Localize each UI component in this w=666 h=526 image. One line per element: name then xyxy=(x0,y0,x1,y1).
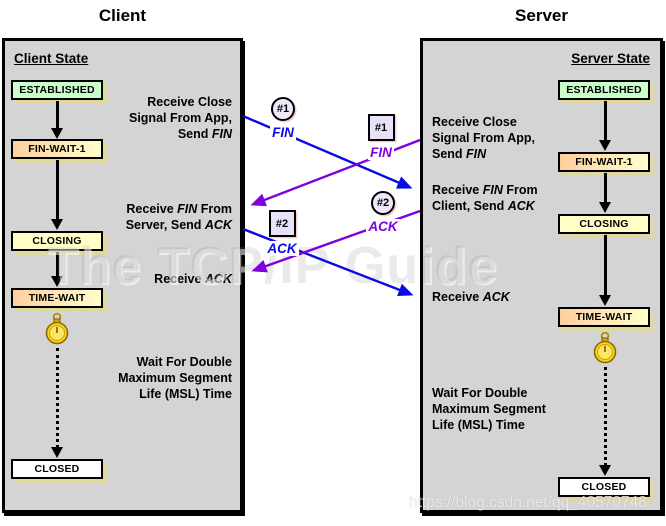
client-state-closed: CLOSED xyxy=(11,459,103,479)
fin-label: FIN xyxy=(270,125,296,140)
client-fin-label-group: #1 FIN xyxy=(259,97,307,140)
client-transition-arrow-2 xyxy=(56,160,59,220)
client-state-time-wait: TIME-WAIT xyxy=(11,288,103,308)
client-transition-arrow-3 xyxy=(56,252,59,277)
fin-label: FIN xyxy=(368,145,394,160)
server-state-heading: Server State xyxy=(571,51,650,66)
message-number-badge: #2 xyxy=(268,210,296,237)
client-state-closing: CLOSING xyxy=(11,231,103,251)
server-state-closed: CLOSED xyxy=(558,477,650,497)
stopwatch-icon xyxy=(45,312,69,345)
client-state-heading: Client State xyxy=(14,51,89,66)
message-number-badge: #1 xyxy=(271,97,295,121)
server-transition-arrow-3 xyxy=(604,235,607,296)
message-number-badge: #2 xyxy=(371,191,395,215)
server-event-receive-ack: Receive ACK xyxy=(432,290,510,304)
client-ack-label-group: #2 ACK xyxy=(256,210,308,256)
server-fin-label-group: #1 FIN xyxy=(355,114,407,160)
client-panel: Client State ESTABLISHED FIN-WAIT-1 CLOS… xyxy=(2,38,243,513)
server-state-fin-wait-1: FIN-WAIT-1 xyxy=(558,152,650,172)
server-state-established: ESTABLISHED xyxy=(558,80,650,100)
ack-label: ACK xyxy=(265,241,299,256)
message-number-badge: #1 xyxy=(367,114,395,141)
server-transition-arrow-1 xyxy=(604,101,607,141)
server-timeout-dotted-arrow xyxy=(599,367,611,476)
client-state-fin-wait-1: FIN-WAIT-1 xyxy=(11,139,103,159)
server-transition-arrow-2 xyxy=(604,173,607,203)
client-transition-arrow-1 xyxy=(56,101,59,129)
server-ack-label-group: #2 ACK xyxy=(359,191,407,234)
client-event-receive-ack: Receive ACK xyxy=(154,272,232,286)
client-state-established: ESTABLISHED xyxy=(11,80,103,100)
server-state-time-wait: TIME-WAIT xyxy=(558,307,650,327)
client-title: Client xyxy=(98,6,147,25)
ack-label: ACK xyxy=(366,219,400,234)
server-state-closing: CLOSING xyxy=(558,214,650,234)
stopwatch-icon xyxy=(593,331,617,364)
server-title: Server xyxy=(515,6,568,25)
client-timeout-dotted-arrow xyxy=(51,348,63,458)
server-panel: Server State ESTABLISHED FIN-WAIT-1 CLOS… xyxy=(420,38,663,513)
